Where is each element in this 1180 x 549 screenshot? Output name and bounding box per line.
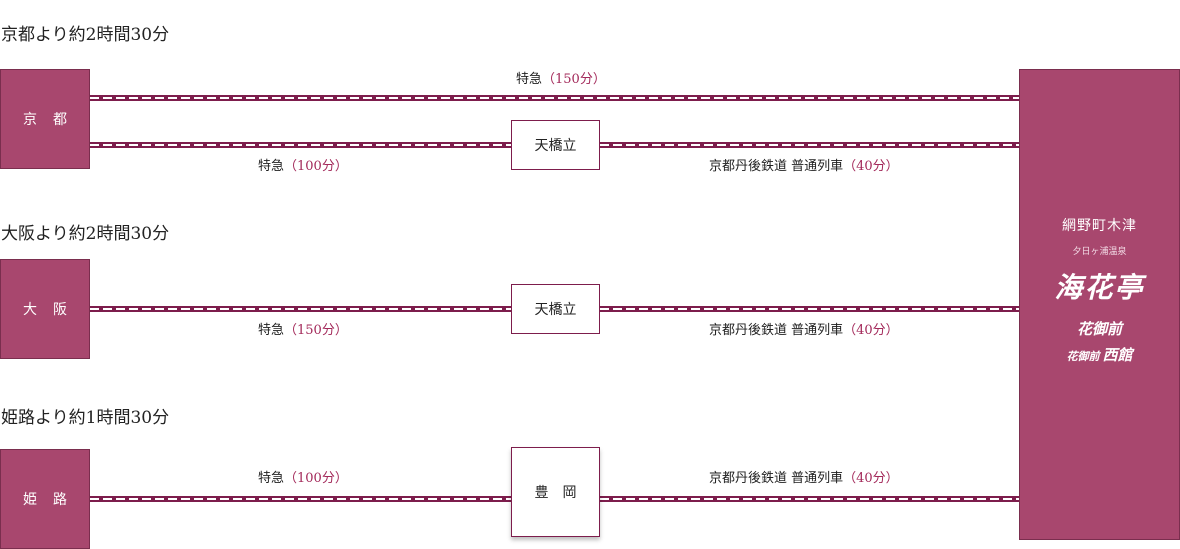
track-station-to-dest-osaka [600,306,1019,312]
train-name: 特急 [258,471,285,486]
travel-time: （150分） [284,323,348,338]
travel-time: （40分） [843,323,899,338]
route-heading-osaka: 大阪より約2時間30分 [1,224,170,244]
train-name: 京都丹後鉄道 普通列車 [709,159,844,174]
train-name: 特急 [258,159,285,174]
travel-time: （100分） [284,159,348,174]
track-himeji-to-station [90,496,511,502]
inn-name-hanagozen: 花御前 [1076,320,1122,338]
train-name: 特急 [258,323,285,338]
origin-box-kyoto: 京都 [0,69,90,169]
track-station-to-dest-kyoto [600,142,1019,148]
track-kyoto-direct [90,95,1019,101]
route-label-kyoto-local: 京都丹後鉄道 普通列車（40分） [709,159,899,175]
destination-area: 網野町木津 [1062,218,1137,234]
route-heading-kyoto: 京都より約2時間30分 [1,25,170,45]
route-label-himeji-express: 特急（100分） [258,471,348,487]
origin-box-osaka: 大阪 [0,259,90,359]
station-box-amanohashidate-2: 天橋立 [511,284,600,334]
train-name: 京都丹後鉄道 普通列車 [709,471,844,486]
route-label-kyoto-express: 特急（100分） [258,159,348,175]
travel-time: （150分） [542,72,606,87]
origin-box-himeji: 姫路 [0,449,90,549]
route-label-himeji-local: 京都丹後鉄道 普通列車（40分） [709,471,899,487]
travel-time: （40分） [843,159,899,174]
inn-name-hanagozen-nishikan: 花御前西館 [1020,344,1179,365]
route-label-kyoto-direct: 特急（150分） [516,72,606,88]
travel-time: （100分） [284,471,348,486]
route-heading-himeji: 姫路より約1時間30分 [1,408,170,428]
route-label-osaka-express: 特急（150分） [258,323,348,339]
destination-onsen: 夕日ヶ浦温泉 [1072,247,1127,257]
inn-name-kaikatei: 海花亭 [1054,271,1145,304]
inn-annex: 西館 [1102,346,1133,364]
travel-time: （40分） [843,471,899,486]
station-box-amanohashidate-1: 天橋立 [511,120,600,170]
track-osaka-to-station [90,306,511,312]
station-box-toyooka: 豊岡 [511,447,600,537]
route-label-osaka-local: 京都丹後鉄道 普通列車（40分） [709,323,899,339]
train-name: 特急 [516,72,543,87]
track-station-to-dest-himeji [600,496,1019,502]
track-kyoto-to-station [90,142,511,148]
train-name: 京都丹後鉄道 普通列車 [709,323,844,338]
destination-box: 網野町木津 夕日ヶ浦温泉 海花亭 花御前 花御前西館 [1019,69,1180,540]
inn-prefix: 花御前 [1066,350,1100,363]
